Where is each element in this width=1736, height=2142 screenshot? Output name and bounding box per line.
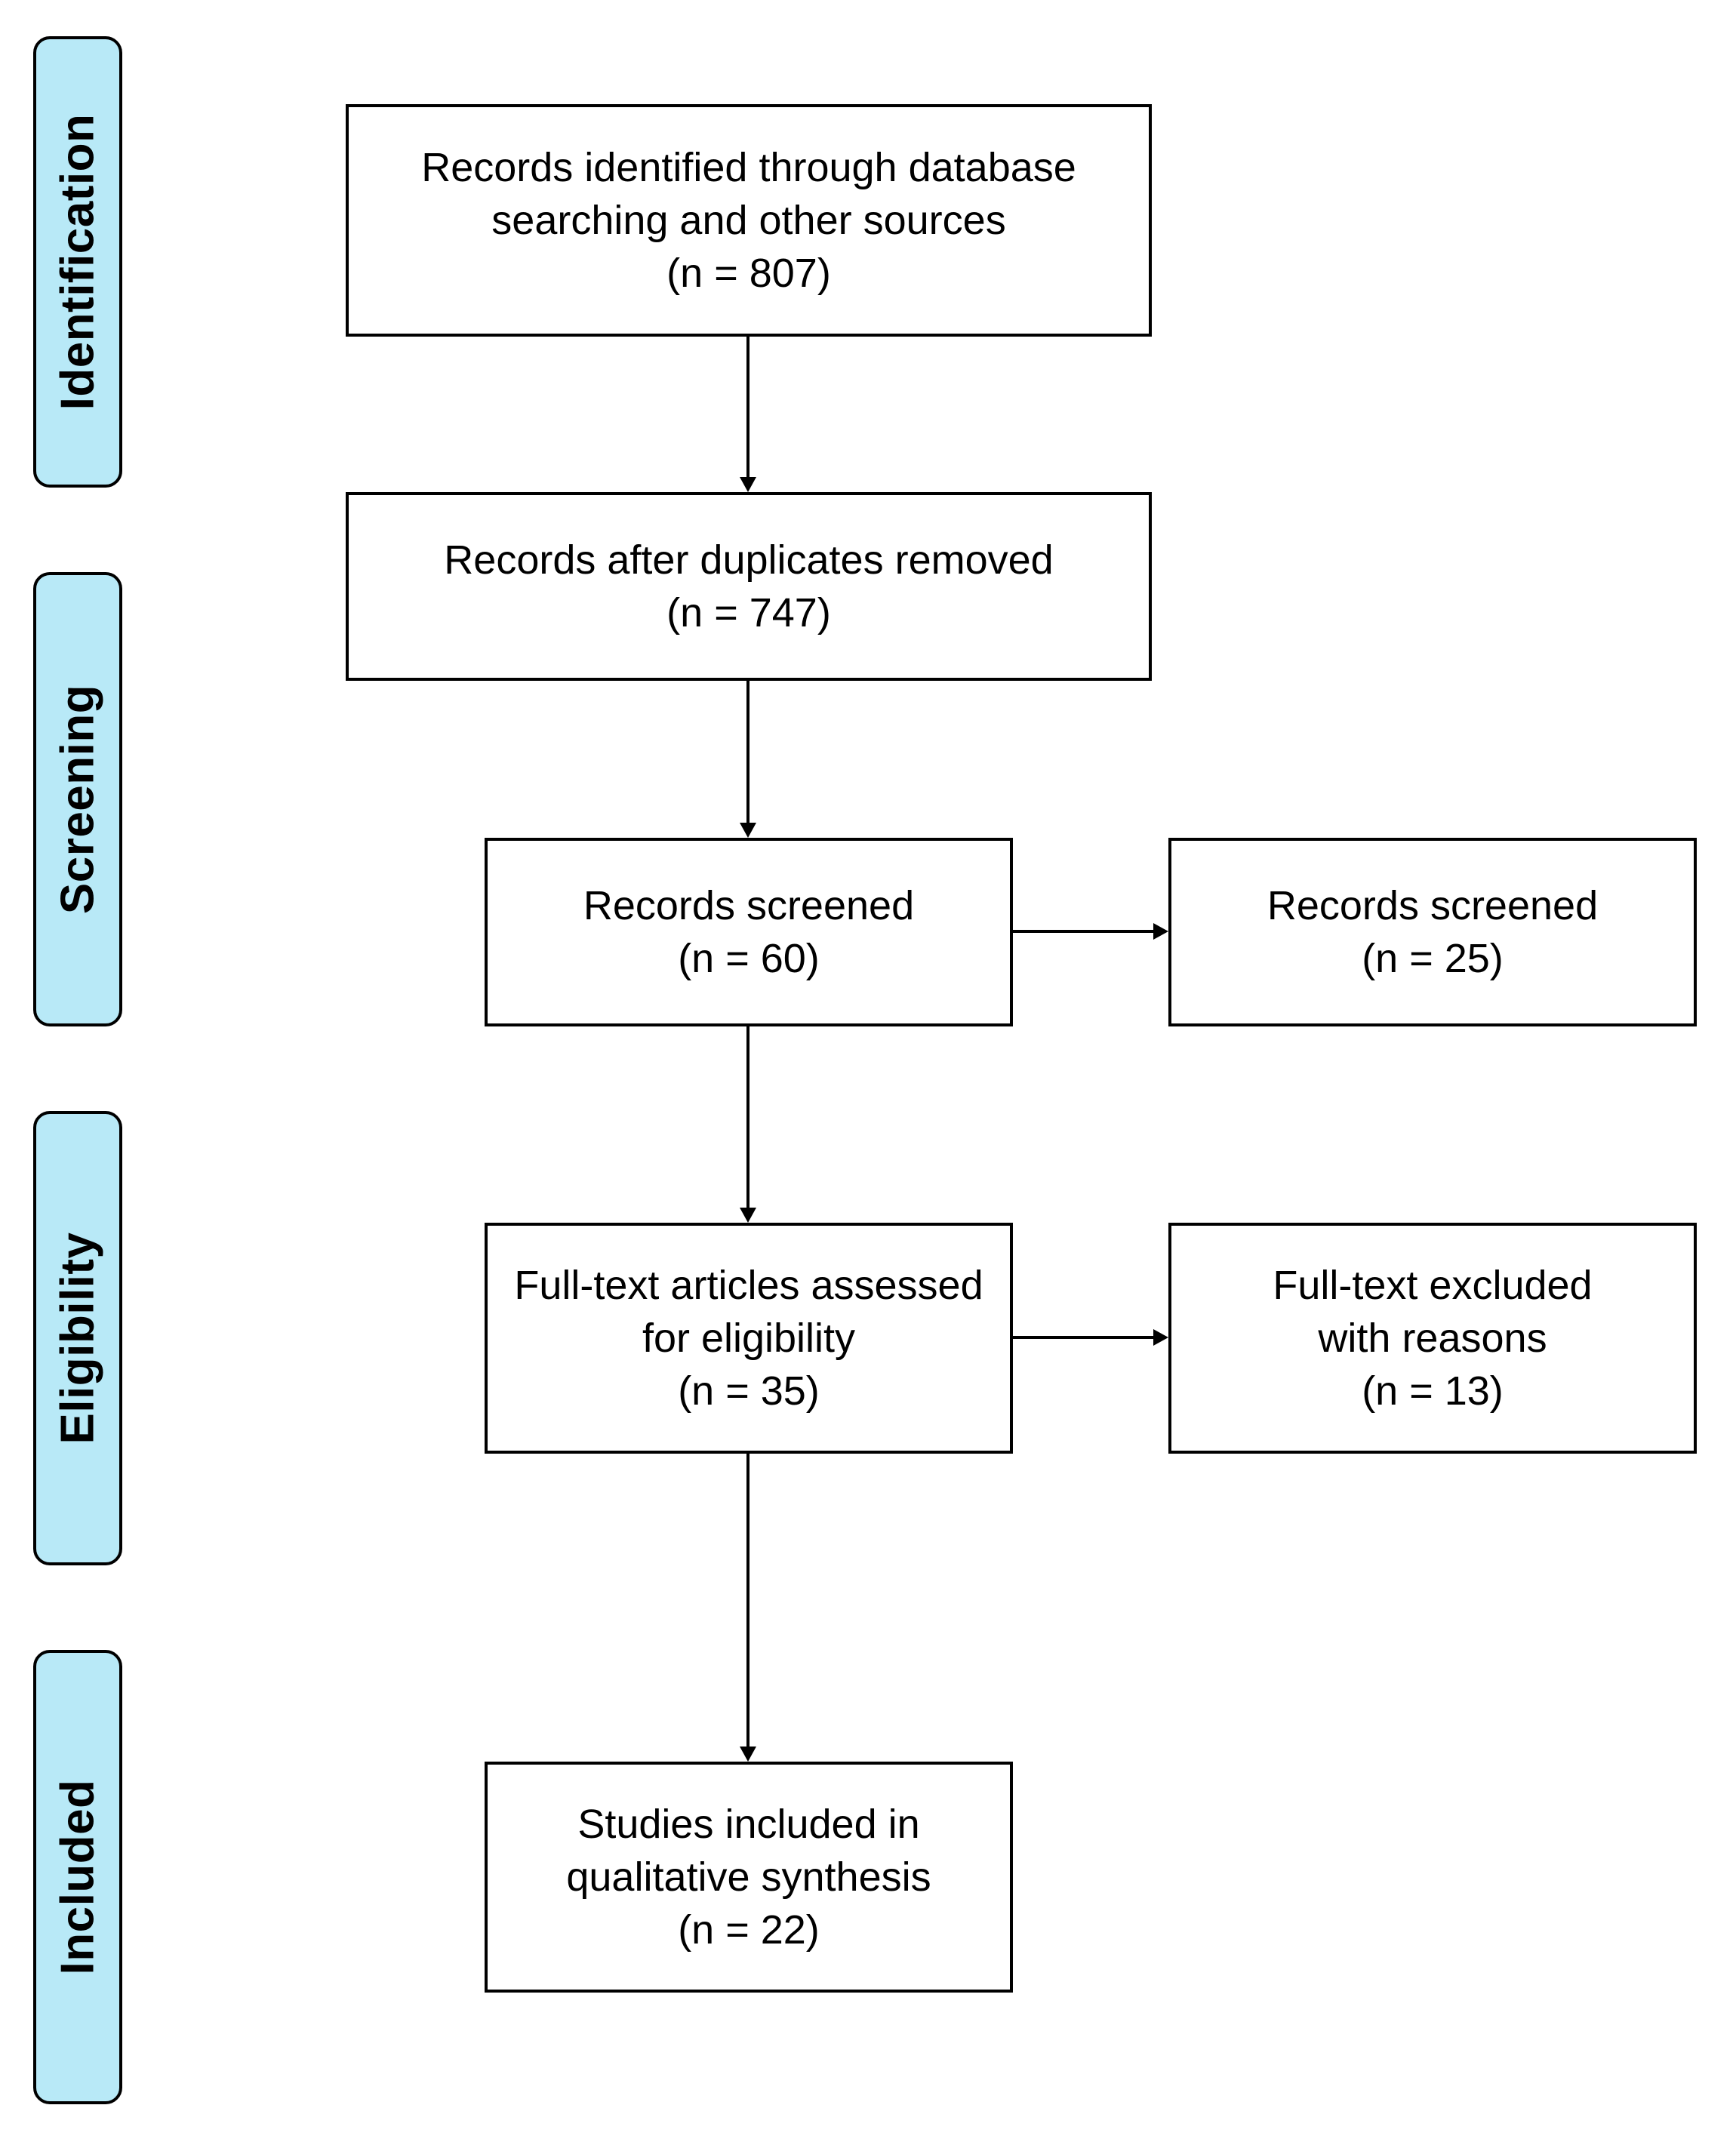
arrowhead-screened-to-excluded: [1153, 923, 1168, 940]
box-records-screened-excluded-count: (n = 25): [1362, 936, 1504, 981]
box-fulltext-assessed-line2: for eligibility: [642, 1316, 856, 1361]
box-duplicates-removed-count: (n = 747): [666, 590, 831, 636]
arrowhead-duplicates-to-screened: [740, 823, 756, 838]
box-studies-included-line2: qualitative synthesis: [566, 1854, 931, 1900]
box-records-identified-count: (n = 807): [666, 251, 831, 296]
box-studies-included-count: (n = 22): [678, 1907, 820, 1953]
box-records-identified-line2: searching and other sources: [491, 198, 1006, 243]
box-fulltext-excluded: Full-text excluded with reasons (n = 13): [1168, 1223, 1697, 1454]
phase-identification: Identification: [33, 36, 122, 488]
box-duplicates-removed-line1: Records after duplicates removed: [444, 537, 1054, 583]
box-fulltext-assessed-count: (n = 35): [678, 1368, 820, 1414]
box-studies-included-line1: Studies included in: [577, 1802, 920, 1847]
box-studies-included: Studies included in qualitative synthesi…: [485, 1762, 1013, 1993]
box-records-identified-line1: Records identified through database: [421, 145, 1076, 190]
box-records-screened-line1: Records screened: [583, 883, 915, 928]
box-fulltext-assessed-line1: Full-text articles assessed: [514, 1263, 983, 1308]
box-records-screened: Records screened (n = 60): [485, 838, 1013, 1026]
arrowhead-fulltext-to-included: [740, 1747, 756, 1762]
phase-eligibility: Eligibility: [33, 1111, 122, 1565]
phase-screening: Screening: [33, 572, 122, 1026]
box-fulltext-excluded-line2: with reasons: [1318, 1316, 1547, 1361]
box-records-screened-count: (n = 60): [678, 936, 820, 981]
box-duplicates-removed: Records after duplicates removed (n = 74…: [346, 492, 1152, 681]
box-fulltext-excluded-line1: Full-text excluded: [1273, 1263, 1593, 1308]
phase-included: Included: [33, 1650, 122, 2104]
arrowhead-fulltext-to-excluded: [1153, 1329, 1168, 1346]
box-fulltext-excluded-count: (n = 13): [1362, 1368, 1504, 1414]
box-records-identified: Records identified through database sear…: [346, 104, 1152, 337]
arrowhead-identified-to-duplicates: [740, 477, 756, 492]
box-records-screened-excluded: Records screened (n = 25): [1168, 838, 1697, 1026]
box-fulltext-assessed: Full-text articles assessed for eligibil…: [485, 1223, 1013, 1454]
box-records-screened-excluded-line1: Records screened: [1267, 883, 1599, 928]
arrowhead-screened-to-fulltext: [740, 1208, 756, 1223]
